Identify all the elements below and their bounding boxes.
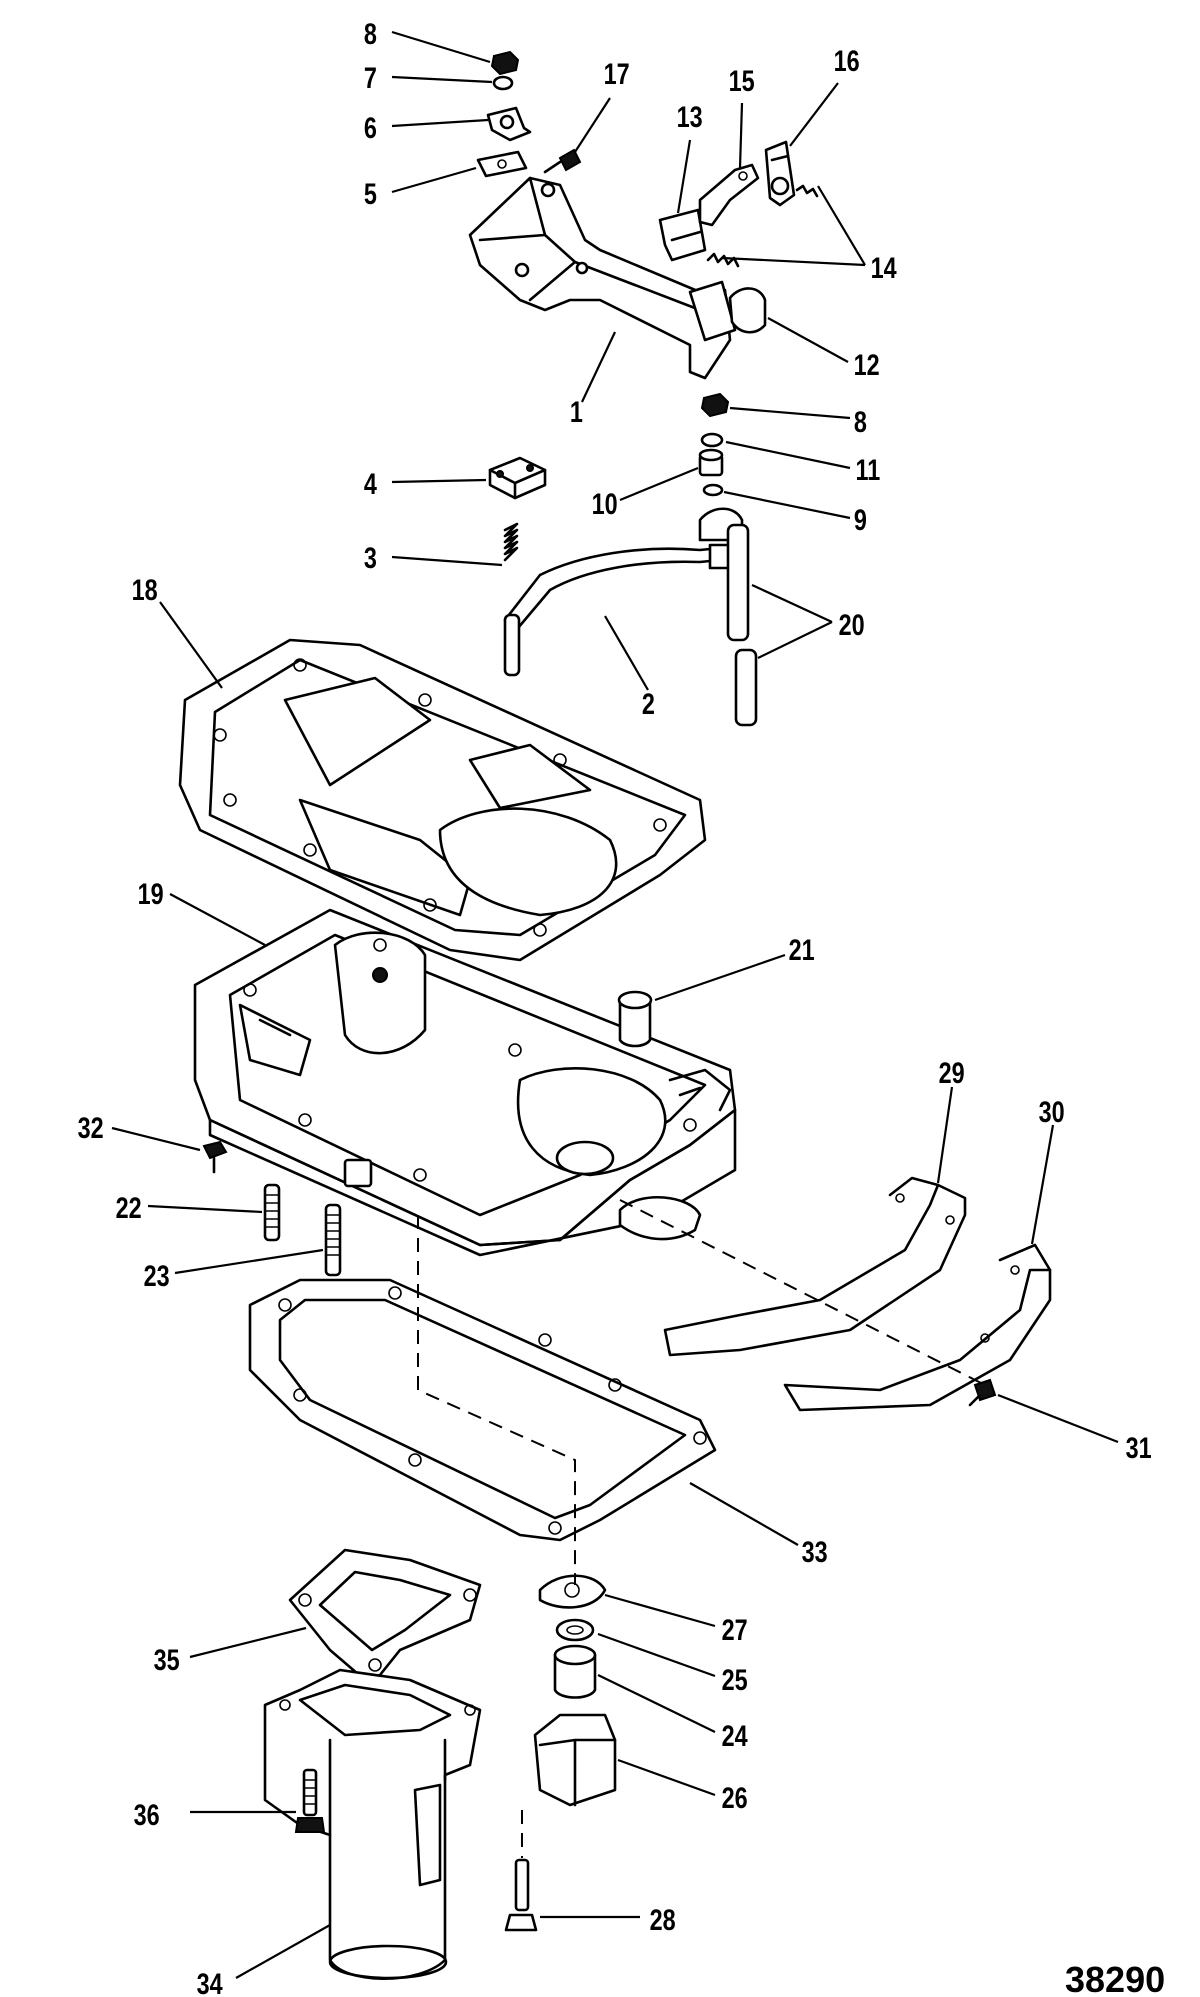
callout-18: 17 (604, 57, 630, 90)
callout-35: 35 (154, 1643, 180, 1676)
part-32-screw (202, 1140, 228, 1174)
callout-4: 4 (364, 467, 377, 500)
part-3-spring (503, 522, 519, 562)
callout-11: 10 (592, 487, 618, 520)
part-10-clip (702, 483, 724, 497)
callout-33: 33 (802, 1535, 828, 1568)
leader-lines (111, 30, 1119, 1979)
part-36-screw (294, 1768, 326, 1833)
callout-17: 16 (834, 44, 860, 77)
callout-10: 9 (854, 503, 867, 536)
callout-5: 5 (364, 177, 377, 210)
callout-15: 14 (871, 251, 897, 284)
part-33-gasket (248, 1278, 717, 1542)
part-23-stud (324, 1203, 342, 1277)
part-35-gasket (288, 1548, 482, 1682)
callout-6: 6 (364, 111, 377, 144)
part-26-clamp (533, 1713, 617, 1807)
part-28-screw (504, 1858, 538, 1932)
callout-3: 3 (364, 541, 377, 574)
part-19-gasket (178, 638, 707, 962)
callout-34: 34 (197, 1967, 223, 1997)
part-5-plate (476, 150, 528, 178)
callout-22: 22 (116, 1191, 142, 1224)
part-20-adaptor-plate (193, 908, 737, 1257)
callout-31: 31 (1126, 1431, 1152, 1464)
callout-28: 28 (650, 1903, 676, 1936)
part-24-bushing (553, 1644, 597, 1699)
part-8-nut-top (490, 50, 520, 76)
part-34-water-tube-guide (263, 1668, 482, 1981)
callout-9: 20 (839, 608, 865, 641)
part-30-support (783, 1243, 1052, 1412)
part-2-shift-link (503, 507, 744, 677)
part-11-bushing (698, 448, 724, 477)
callout-7: 7 (364, 61, 377, 94)
callout-23: 23 (144, 1259, 170, 1292)
part-12-washer (700, 432, 724, 448)
part-13-cap (728, 287, 767, 334)
callout-27: 27 (722, 1613, 748, 1646)
callout-24: 24 (722, 1719, 748, 1752)
part-29-support (663, 1176, 967, 1357)
callout-29: 29 (939, 1056, 965, 1089)
figure-number: 38290 (1065, 1959, 1165, 1997)
callout-1: 1 (570, 395, 583, 428)
part-6-clip (486, 106, 532, 142)
callout-8-middle: 8 (854, 405, 867, 438)
callout-21: 21 (789, 933, 815, 966)
part-1-shift-bracket (468, 176, 737, 380)
callout-12: 11 (855, 453, 880, 486)
part-14-lever (658, 208, 707, 262)
callout-8-top: 8 (364, 17, 377, 50)
part-27-retainer (538, 1574, 607, 1609)
part-25-washer (555, 1618, 595, 1642)
part-17-latch (764, 140, 796, 207)
part-7-washer (492, 75, 514, 91)
part-8-nut-middle (700, 392, 730, 418)
callout-26: 26 (722, 1781, 748, 1814)
callout-14: 13 (677, 100, 703, 133)
callout-19: 18 (132, 573, 158, 606)
callout-32: 32 (78, 1111, 104, 1144)
alignment-lines (417, 1199, 986, 1858)
callout-2: 2 (642, 687, 655, 720)
callout-20: 19 (138, 877, 164, 910)
part-18-screw (543, 148, 582, 174)
part-4-block (488, 456, 547, 500)
callout-30: 30 (1039, 1095, 1065, 1128)
callout-labels: 8 7 6 5 17 13 15 16 14 12 1 8 11 10 9 4 … (78, 17, 1165, 1997)
callout-25: 25 (722, 1663, 748, 1696)
callout-36: 36 (134, 1798, 160, 1831)
callout-16: 15 (729, 64, 755, 97)
part-22-stud (263, 1183, 281, 1242)
part-16-cam (698, 163, 760, 227)
part-31-screw (968, 1378, 997, 1407)
part-9-rods (726, 523, 758, 727)
callout-13: 12 (854, 348, 880, 381)
part-21-bushing (617, 990, 653, 1048)
